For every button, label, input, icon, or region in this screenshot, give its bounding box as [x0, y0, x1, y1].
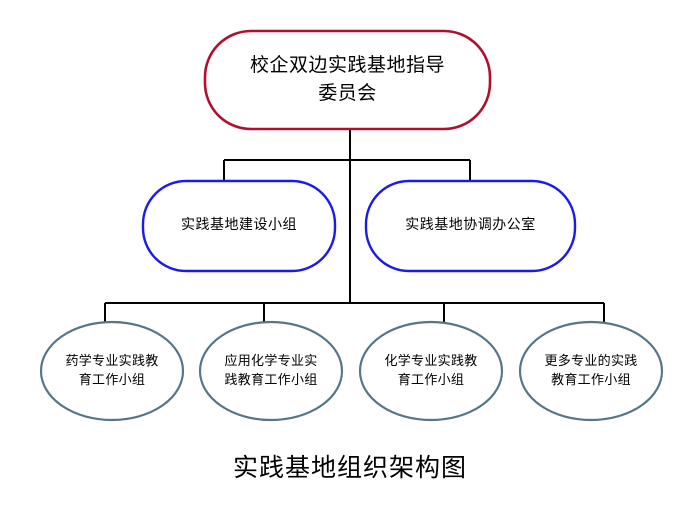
connector-group: [103, 129, 606, 326]
node-level3-4-shape[interactable]: [518, 320, 664, 422]
diagram-caption: 实践基地组织架构图: [232, 453, 467, 482]
node-level3-1-shape[interactable]: [39, 320, 185, 422]
node-level3-3-shape[interactable]: [358, 320, 504, 422]
node-level1-shape[interactable]: [203, 29, 492, 131]
node-level2-2-shape[interactable]: [364, 179, 577, 273]
node-level2-1-shape[interactable]: [141, 179, 337, 273]
node-level3-2-shape[interactable]: [198, 320, 344, 422]
